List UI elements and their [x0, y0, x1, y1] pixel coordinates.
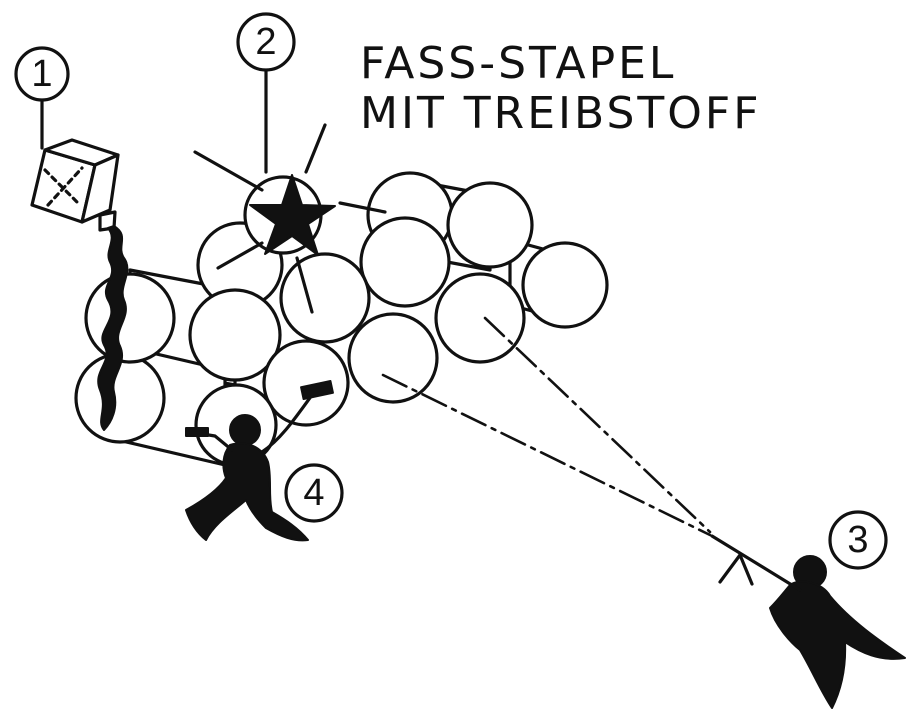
marker-4: 4	[284, 463, 344, 523]
barrel-end	[279, 252, 371, 344]
sight-line	[483, 316, 712, 534]
marker-4-label: 4	[303, 472, 324, 514]
marker-3-label: 3	[847, 519, 868, 561]
fuel-can-icon	[30, 138, 120, 232]
marker-2-label: 2	[255, 21, 276, 63]
person-figure	[185, 380, 334, 542]
barrel-end	[359, 216, 451, 308]
marker-1-label: 1	[31, 53, 52, 95]
ignition-star-icon	[193, 123, 387, 314]
barrel-end	[347, 312, 439, 404]
marker-2: 2	[236, 12, 296, 174]
marker-1: 1	[14, 46, 70, 150]
barrel-end	[84, 272, 176, 364]
barrel-stack	[74, 171, 609, 467]
barrel-end	[434, 272, 526, 364]
barrel-end	[446, 181, 534, 269]
shooter-figure	[710, 534, 906, 709]
barrel-end	[262, 339, 350, 427]
title-line-1: FASS-STAPEL	[360, 38, 676, 89]
sight-line	[381, 373, 712, 537]
marker-3: 3	[828, 510, 888, 570]
fuel-spill	[97, 225, 129, 431]
barrel-end	[188, 288, 282, 382]
title-line-2: MIT TREIBSTOFF	[360, 88, 762, 139]
barrel-end	[521, 241, 609, 329]
